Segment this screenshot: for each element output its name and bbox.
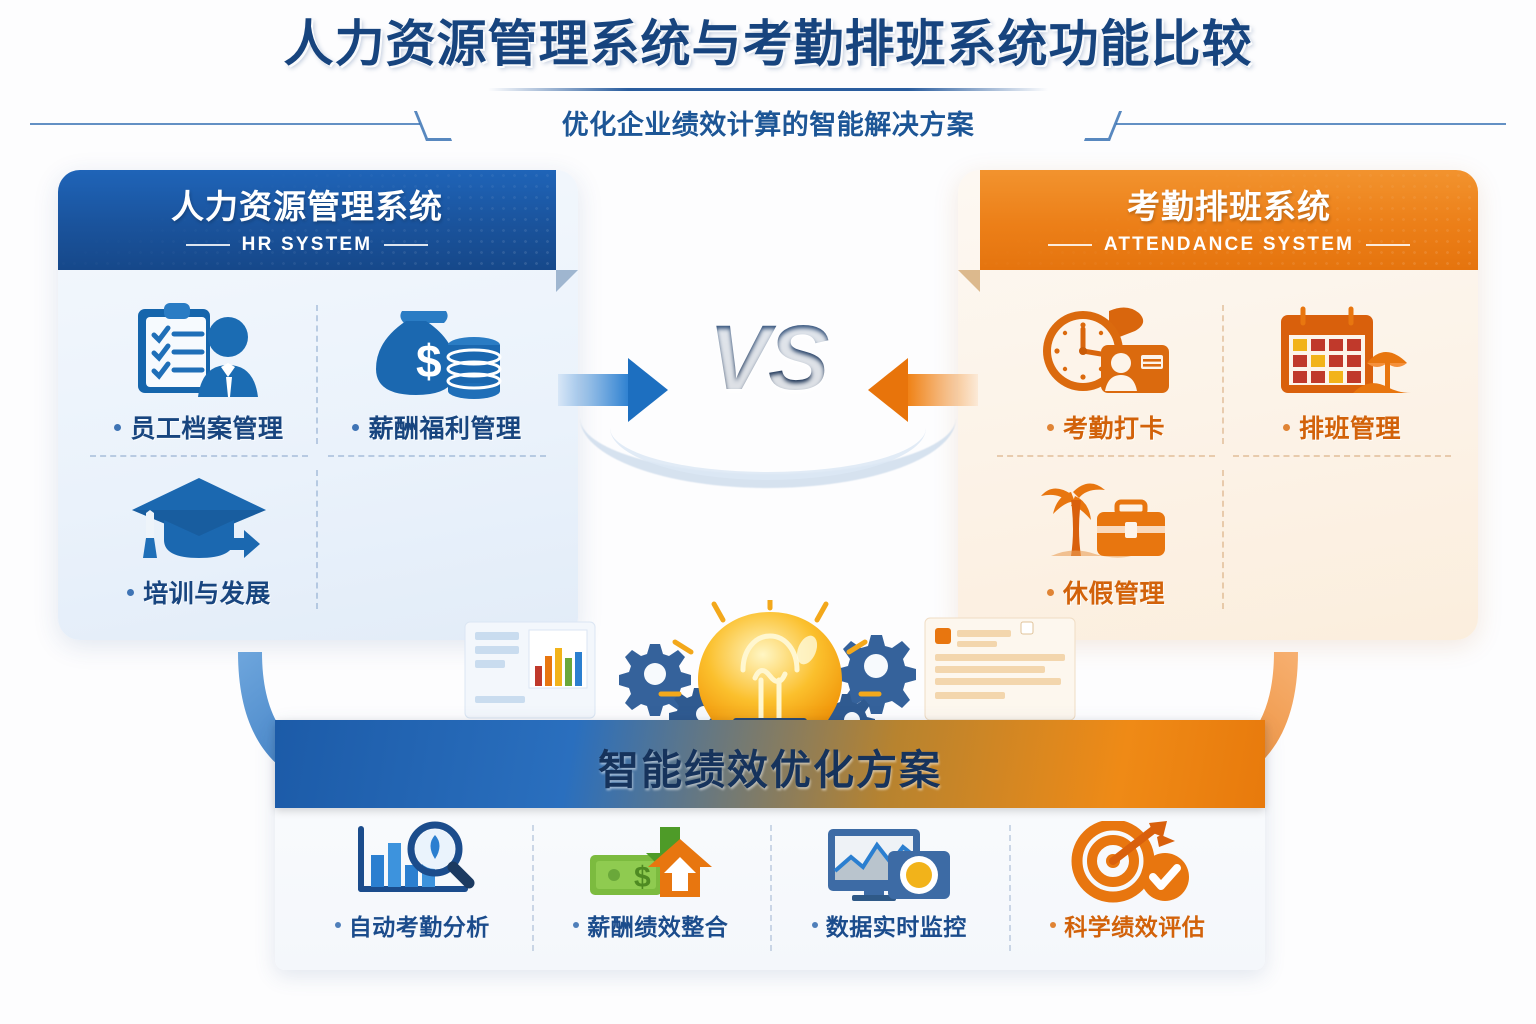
bullet-icon bbox=[811, 922, 818, 928]
subtitle-rule-right bbox=[1116, 122, 1506, 125]
att-feature-1[interactable]: 排班管理 bbox=[1224, 292, 1460, 457]
hr-feature-0[interactable]: 员工档案管理 bbox=[80, 292, 318, 457]
hr-feature-2-label: 培训与发展 bbox=[127, 574, 271, 610]
svg-text:$: $ bbox=[416, 335, 442, 387]
attendance-system-header: 考勤排班系统 ATTENDANCE SYSTEM bbox=[980, 170, 1478, 270]
feature-text: 培训与发展 bbox=[143, 580, 271, 608]
solution-feature-1-label: 薪酬绩效整合 bbox=[573, 908, 728, 942]
solution-feature-1[interactable]: $ 薪酬绩效整合 bbox=[531, 816, 771, 960]
gear-left-icon bbox=[619, 644, 691, 716]
solution-card[interactable]: 智能绩效优化方案 bbox=[275, 720, 1265, 970]
bullet-icon bbox=[573, 922, 580, 928]
panel-fold-shadow bbox=[958, 270, 980, 292]
money-arrows-icon: $ bbox=[576, 816, 726, 908]
dashboard-right-graphic bbox=[924, 617, 1076, 721]
hr-feature-1-label: 薪酬福利管理 bbox=[352, 409, 521, 445]
solution-feature-0-label: 自动考勤分析 bbox=[334, 908, 490, 942]
header-dot-pattern bbox=[58, 170, 556, 270]
att-feature-empty bbox=[1224, 457, 1460, 622]
hr-system-subtitle-row: HR SYSTEM bbox=[58, 234, 556, 256]
hr-system-panel[interactable]: 人力资源管理系统 HR SYSTEM bbox=[58, 170, 578, 640]
lightbulb-icon bbox=[698, 612, 842, 730]
dashboard-left-graphic bbox=[464, 621, 596, 719]
feature-text: 休假管理 bbox=[1062, 580, 1165, 608]
hr-feature-empty bbox=[318, 457, 556, 622]
solution-feature-2[interactable]: 数据实时监控 bbox=[770, 816, 1009, 960]
solution-feature-2-label: 数据实时监控 bbox=[811, 908, 967, 942]
subtitle-rule-left bbox=[30, 122, 420, 125]
calendar-umbrella-icon bbox=[1267, 298, 1417, 403]
monitor-chart-icon bbox=[814, 816, 964, 908]
svg-text:$: $ bbox=[634, 861, 651, 894]
gear-right-icon bbox=[837, 635, 916, 714]
light-rays-icon bbox=[658, 600, 882, 697]
blue-arrow-right-icon bbox=[628, 358, 668, 422]
vs-comparison-zone: VS bbox=[558, 300, 978, 488]
hr-feature-1[interactable]: $ 薪酬福利管理 bbox=[318, 292, 556, 457]
attendance-system-panel[interactable]: 考勤排班系统 ATTENDANCE SYSTEM bbox=[958, 170, 1478, 640]
bar-chart-magnifier-icon bbox=[337, 816, 487, 908]
feature-text: 排班管理 bbox=[1298, 415, 1401, 443]
bullet-icon bbox=[334, 922, 341, 928]
solution-feature-3-label: 科学绩效评估 bbox=[1050, 908, 1205, 942]
att-feature-0-label: 考勤打卡 bbox=[1046, 409, 1165, 445]
header-dot-pattern bbox=[980, 170, 1478, 270]
page-title: 人力资源管理系统与考勤排班系统功能比较 bbox=[283, 16, 1253, 72]
hr-system-header: 人力资源管理系统 HR SYSTEM bbox=[58, 170, 556, 270]
hr-system-title: 人力资源管理系统 bbox=[171, 188, 443, 225]
feature-text: 科学绩效评估 bbox=[1064, 914, 1206, 940]
hr-system-subtitle: HR SYSTEM bbox=[241, 234, 373, 255]
bullet-icon bbox=[127, 588, 135, 596]
feature-text: 自动考勤分析 bbox=[348, 914, 490, 940]
vs-swoosh-decoration-inner bbox=[610, 428, 926, 480]
hr-feature-2[interactable]: 培训与发展 bbox=[80, 457, 318, 622]
feature-text: 薪酬福利管理 bbox=[368, 415, 522, 443]
feature-text: 考勤打卡 bbox=[1062, 415, 1165, 443]
solution-banner bbox=[275, 720, 1265, 808]
clock-idcard-icon bbox=[1031, 298, 1181, 403]
header: 人力资源管理系统与考勤排班系统功能比较 优化企业绩效计算的智能解决方案 bbox=[0, 16, 1536, 143]
att-feature-2-label: 休假管理 bbox=[1046, 574, 1165, 610]
page-subtitle: 优化企业绩效计算的智能解决方案 bbox=[561, 109, 975, 140]
blue-arrow-tail bbox=[558, 374, 630, 406]
clipboard-person-icon bbox=[124, 298, 274, 403]
attendance-system-subtitle-row: ATTENDANCE SYSTEM bbox=[980, 234, 1478, 256]
subtitle-band: 优化企业绩效计算的智能解决方案 bbox=[0, 97, 1536, 143]
solution-feature-0[interactable]: 自动考勤分析 bbox=[293, 816, 532, 960]
orange-arrow-left-icon bbox=[868, 358, 908, 422]
bullet-icon bbox=[114, 423, 122, 431]
graduation-cap-icon bbox=[124, 463, 274, 568]
feature-text: 员工档案管理 bbox=[130, 415, 284, 443]
dash-right-icon bbox=[384, 244, 429, 246]
feature-text: 薪酬绩效整合 bbox=[587, 914, 729, 940]
orange-arrow-tail bbox=[906, 374, 978, 406]
att-feature-2[interactable]: 休假管理 bbox=[988, 457, 1224, 622]
bullet-icon bbox=[1282, 423, 1290, 431]
bullet-icon bbox=[1046, 423, 1054, 431]
solution-banner-title: 智能绩效优化方案 bbox=[598, 747, 942, 793]
vs-label: VS bbox=[600, 306, 936, 411]
bullet-icon bbox=[352, 423, 360, 431]
hr-feature-grid: 员工档案管理 $ bbox=[80, 292, 556, 622]
att-feature-0[interactable]: 考勤打卡 bbox=[988, 292, 1224, 457]
hr-feature-0-label: 员工档案管理 bbox=[114, 409, 283, 445]
bullet-icon bbox=[1050, 922, 1057, 928]
target-check-icon bbox=[1053, 816, 1203, 908]
attendance-system-subtitle: ATTENDANCE SYSTEM bbox=[1103, 234, 1355, 255]
panel-fold-shadow bbox=[556, 270, 578, 292]
title-divider bbox=[488, 87, 1048, 91]
dash-left-icon bbox=[185, 244, 230, 246]
solution-feature-grid: 自动考勤分析 $ bbox=[293, 816, 1247, 960]
solution-feature-3[interactable]: 科学绩效评估 bbox=[1008, 816, 1248, 960]
att-feature-1-label: 排班管理 bbox=[1282, 409, 1401, 445]
attendance-system-title: 考勤排班系统 bbox=[1127, 188, 1331, 225]
bullet-icon bbox=[1046, 588, 1054, 596]
solution-illustration bbox=[464, 600, 1076, 730]
dash-left-icon bbox=[1047, 244, 1092, 246]
palm-suitcase-icon bbox=[1031, 463, 1181, 568]
money-bag-coins-icon: $ bbox=[362, 298, 512, 403]
attendance-feature-grid: 考勤打卡 bbox=[988, 292, 1460, 622]
feature-text: 数据实时监控 bbox=[825, 914, 967, 940]
dash-right-icon bbox=[1366, 244, 1411, 246]
